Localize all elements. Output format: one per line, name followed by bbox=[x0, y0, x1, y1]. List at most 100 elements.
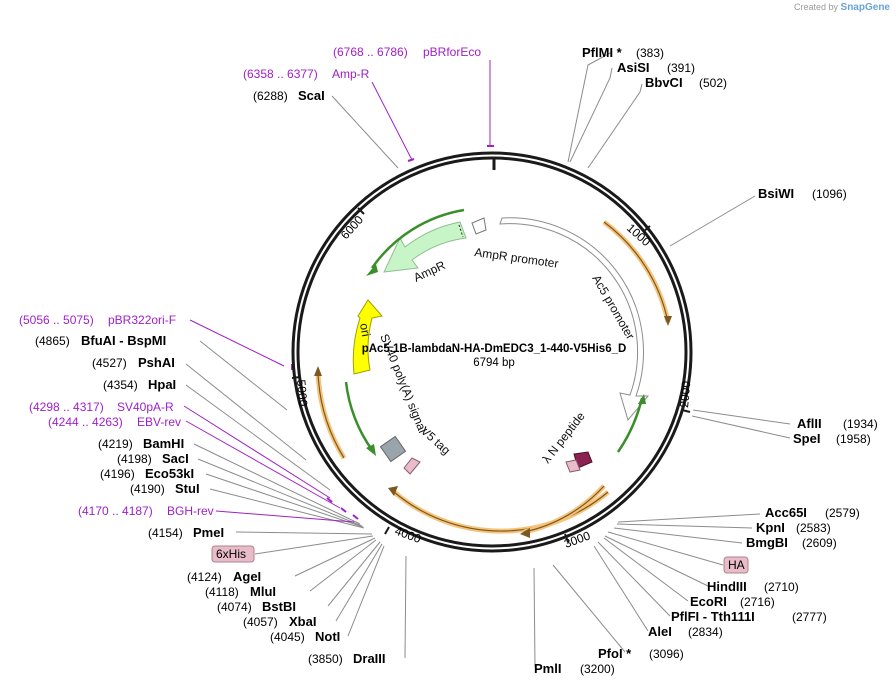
site-agei: AgeI bbox=[233, 569, 261, 584]
primer-line-ebvrev bbox=[185, 420, 341, 509]
leader-acc65i bbox=[617, 513, 761, 523]
feature-ori bbox=[352, 299, 383, 375]
leader-6xhis bbox=[254, 535, 374, 555]
leader-pflmi bbox=[567, 51, 613, 163]
created-by-text: Created by bbox=[793, 2, 839, 12]
leader-draiii bbox=[404, 555, 407, 659]
leader-bstbi bbox=[327, 541, 381, 607]
site-noti-pos: (4045) bbox=[270, 630, 305, 644]
leader-stui bbox=[209, 488, 365, 529]
site-stui-pos: (4190) bbox=[130, 482, 165, 496]
orf-arrow-right bbox=[638, 394, 646, 404]
primer-sv40pa-pos: (4298 .. 4317) bbox=[29, 400, 104, 414]
snapgene-brand: Created by SnapGene bbox=[794, 2, 890, 13]
site-mlui: MluI bbox=[250, 584, 276, 599]
site-hpai-pos: (4354) bbox=[103, 378, 138, 392]
tick-2000 bbox=[681, 409, 691, 413]
primer-bghrev-pos: (4170 .. 4187) bbox=[78, 504, 153, 518]
orf-arrow-sv40 bbox=[366, 444, 376, 456]
feature-polya-box bbox=[379, 435, 407, 463]
tick-label-5000: 5000 bbox=[294, 379, 310, 407]
orf-orange-left-line bbox=[317, 371, 345, 459]
site-hindiii: HindIII bbox=[707, 579, 747, 594]
plasmid-length: 6794 bp bbox=[473, 357, 515, 369]
site-scai: ScaI bbox=[298, 88, 325, 103]
primer-line-ampr bbox=[371, 81, 413, 161]
leader-kpni bbox=[616, 523, 753, 529]
orf-orange-lower-line bbox=[523, 485, 605, 533]
primer-ampr: Amp-R bbox=[332, 67, 370, 81]
feature-labels: AmpR promoter AmpR Ac5 promoter ori SV40… bbox=[357, 245, 637, 466]
leader-bsiwi bbox=[669, 195, 756, 247]
site-pflmi: PflMI * bbox=[582, 45, 623, 60]
site-hpai: HpaI bbox=[148, 377, 176, 392]
primer-bar-ebvrev bbox=[340, 507, 347, 513]
leader-pflfi bbox=[597, 541, 671, 617]
backbone-inner bbox=[296, 156, 688, 548]
primer-pbr322ori-pos: (5056 .. 5075) bbox=[19, 313, 94, 327]
primer-ebvrev-pos: (4244 .. 4263) bbox=[48, 415, 123, 429]
primer-pbr322ori: pBR322ori-F bbox=[108, 313, 176, 327]
label-ampr-promoter: AmpR promoter bbox=[474, 245, 560, 271]
backbone-outer bbox=[291, 151, 693, 553]
site-saci-pos: (4198) bbox=[117, 452, 152, 466]
leader-asisi bbox=[569, 67, 613, 163]
site-pshai: PshAI bbox=[138, 355, 175, 370]
primer-ampr-pos: (6358 .. 6377) bbox=[243, 67, 318, 81]
site-pmli-pos: (3200) bbox=[580, 662, 615, 676]
leader-hindiii bbox=[604, 535, 709, 587]
site-ecori-pos: (2716) bbox=[740, 595, 775, 609]
tick-5000 bbox=[291, 376, 301, 379]
orf-arrow-ampr-outer bbox=[366, 264, 378, 276]
site-aflii: AflII bbox=[797, 416, 822, 431]
site-pfoi-pos: (3096) bbox=[649, 647, 684, 661]
site-eco53ki-pos: (4196) bbox=[100, 467, 135, 481]
site-mlui-pos: (4118) bbox=[205, 585, 239, 599]
leader-pmei bbox=[235, 531, 373, 535]
site-draiii: DraIII bbox=[353, 651, 386, 666]
site-bfuai-pos: (4865) bbox=[35, 334, 70, 348]
leader-ha bbox=[607, 531, 724, 566]
leader-noti bbox=[347, 545, 385, 637]
orf-orange-right-head bbox=[664, 316, 672, 326]
tick-label-4000: 4000 bbox=[393, 524, 423, 546]
site-pmei-pos: (4154) bbox=[148, 526, 183, 540]
primer-lines bbox=[183, 60, 491, 523]
site-ha: HA bbox=[728, 558, 745, 572]
orf-orange-bottom-head bbox=[388, 486, 398, 496]
site-bamhi: BamHI bbox=[143, 436, 184, 451]
site-saci: SacI bbox=[162, 451, 189, 466]
leader-scai bbox=[331, 95, 399, 169]
leader-alei bbox=[593, 545, 649, 632]
primer-labels: (6768 .. 6786) pBRforEco (6358 .. 6377) … bbox=[19, 45, 481, 518]
site-alei: AleI bbox=[648, 624, 672, 639]
site-bamhi-pos: (4219) bbox=[98, 437, 133, 451]
leader-lines bbox=[185, 51, 791, 668]
site-bbvci: BbvCI bbox=[645, 75, 683, 90]
site-bmgbi-pos: (2609) bbox=[802, 536, 837, 550]
primer-bghrev: BGH-rev bbox=[167, 504, 214, 518]
scale-tick-labels: 1000 2000 3000 4000 5000 6000 bbox=[294, 213, 693, 551]
leader-bfuai bbox=[199, 340, 288, 411]
site-draiii-pos: (3850) bbox=[308, 652, 343, 666]
site-aflii-pos: (1934) bbox=[843, 417, 878, 431]
leader-bmgbi bbox=[613, 527, 743, 544]
site-pflfi-pos: (2777) bbox=[792, 610, 827, 624]
orf-orange-bottom-line bbox=[393, 491, 609, 532]
site-bbvci-pos: (502) bbox=[699, 76, 727, 90]
ha-label-box bbox=[723, 556, 749, 574]
site-stui: StuI bbox=[175, 481, 200, 496]
site-noti: NotI bbox=[315, 629, 340, 644]
site-pflfi: PflFI - Tth111I bbox=[671, 609, 755, 624]
site-agei-pos: (4124) bbox=[187, 570, 222, 584]
leader-aflii bbox=[692, 409, 791, 425]
site-acc65i: Acc65I bbox=[765, 505, 807, 520]
site-xbai-pos: (4057) bbox=[243, 615, 278, 629]
site-pflmi-pos: (383) bbox=[636, 46, 664, 60]
primer-sv40pa: SV40pA-R bbox=[117, 400, 174, 414]
site-spei-pos: (1958) bbox=[836, 432, 871, 446]
primer-line-bghrev bbox=[215, 510, 355, 523]
leader-bamhi bbox=[193, 443, 361, 525]
site-bfuai: BfuAI - BspMI bbox=[81, 333, 166, 348]
